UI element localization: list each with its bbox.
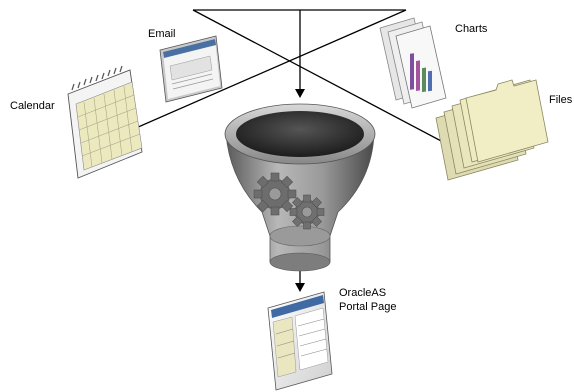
calendar-label: Calendar (10, 100, 55, 112)
files-label: Files (549, 94, 573, 106)
output-label-line2: Portal Page (339, 301, 397, 313)
output-label-line1: OracleAS (339, 287, 387, 299)
gear-icon (253, 172, 297, 216)
bar-chart-pages-icon (379, 17, 447, 109)
email-label: Email (148, 28, 176, 40)
funnel-input-arrowhead (295, 89, 305, 98)
portal-page-icon (267, 291, 333, 391)
charts-to-calendar-line (96, 9, 407, 146)
calendar-icon (67, 65, 143, 179)
funnel-with-gears-icon (224, 103, 376, 272)
gear-icon-small (289, 194, 325, 230)
email-to-files-line (192, 9, 463, 153)
output-arrowhead (295, 283, 305, 292)
connector-lines (96, 9, 463, 283)
output-label: OracleAS Portal Page (339, 286, 396, 314)
folders-icon (435, 79, 549, 181)
charts-label: Charts (455, 23, 488, 35)
email-window-icon (159, 35, 223, 103)
